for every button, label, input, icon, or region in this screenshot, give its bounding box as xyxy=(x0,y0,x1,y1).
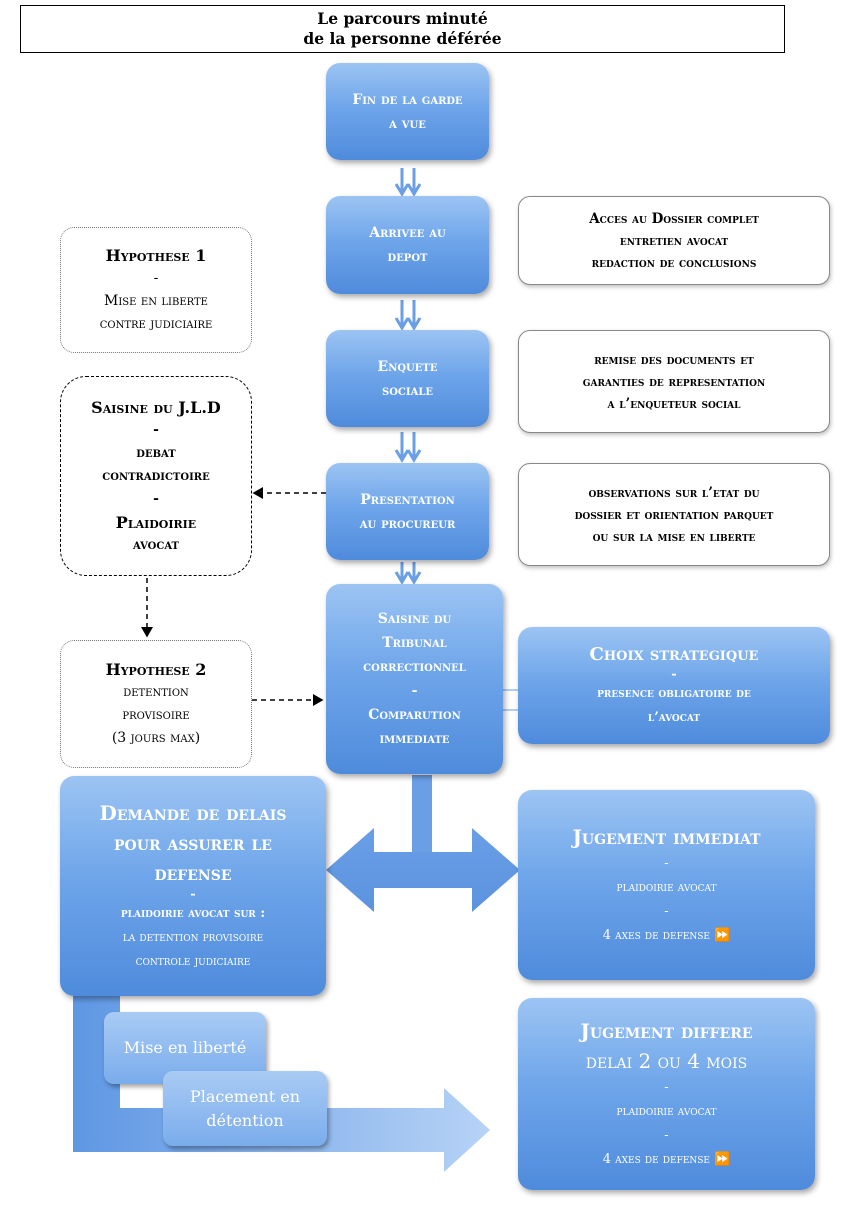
demande-title: Demande de delais xyxy=(99,801,287,825)
hypothese-1-box: Hypothese 1 - Mise en liberte contre jud… xyxy=(60,227,252,353)
option-text: Placement en xyxy=(189,1086,301,1106)
saisine-jld-box: Saisine du J.L.D - debat contradictoire … xyxy=(60,376,252,576)
double-headed-arrow xyxy=(326,828,520,912)
note-text: redaction de conclusions xyxy=(591,254,757,271)
hypothese-1-title: Hypothese 1 xyxy=(105,246,207,265)
step-text: a vue xyxy=(389,115,426,132)
option-placement-detention: Placement en détention xyxy=(163,1071,327,1146)
choix-strategique-box: Choix strategique - presence obligatoire… xyxy=(518,627,830,744)
double-arrow-3 xyxy=(394,432,422,463)
double-arrow-4 xyxy=(394,562,422,585)
step-text: Fin de la garde xyxy=(352,91,463,108)
note-text: entretien avocat xyxy=(619,232,729,249)
step-text: Tribunal xyxy=(382,635,447,651)
jugement-text: plaidoirie avocat xyxy=(616,880,717,895)
demande-title: defense xyxy=(154,861,232,885)
title-line-2: de la personne déférée xyxy=(303,29,502,48)
hyp-text: Mise en liberte xyxy=(104,293,208,309)
note-acces-dossier: Acces au Dossier complet entretien avoca… xyxy=(518,196,830,285)
step-fin-garde-a-vue: Fin de la garde a vue xyxy=(326,63,489,160)
option-text: Mise en liberté xyxy=(123,1038,247,1057)
hypothese-2-title: Hypothese 2 xyxy=(105,660,207,679)
step-text: Arrivee au xyxy=(369,225,446,241)
step-text: Presentation xyxy=(360,491,455,508)
note-remise-documents: remise des documents et garanties de rep… xyxy=(518,330,830,433)
hyp-text: detention xyxy=(123,684,189,700)
step-text: - xyxy=(411,683,418,699)
dash: - xyxy=(664,1128,669,1143)
step-text: immediate xyxy=(379,731,450,747)
demande-delais-box: Demande de delais pour assurer le defens… xyxy=(60,776,326,996)
step-arrivee-au-depot: Arrivee au depot xyxy=(326,196,489,294)
choix-text: l’avocat xyxy=(647,709,701,725)
step-enquete-sociale: Enquete sociale xyxy=(326,330,489,427)
title-line-1: Le parcours minuté xyxy=(317,9,488,28)
jugement-immediat-title: Jugement immediat xyxy=(572,825,761,849)
page-title: Le parcours minuté de la personne déféré… xyxy=(20,5,785,53)
jld-text: avocat xyxy=(133,536,179,553)
hyp-text: contre judiciaire xyxy=(99,316,213,332)
double-arrow-1 xyxy=(394,168,422,197)
note-text: garanties de representation xyxy=(582,373,766,390)
demande-text: plaidoirie avocat sur : xyxy=(120,906,266,921)
note-observations: observations sur l’etat du dossier et or… xyxy=(518,463,830,566)
jld-title: Saisine du J.L.D xyxy=(91,397,221,417)
demande-text: la detention provisoire xyxy=(122,930,264,945)
jugement-differe-box: Jugement differe delai 2 ou 4 mois - pla… xyxy=(518,998,815,1190)
jld-text: Plaidoirie xyxy=(115,512,197,532)
note-text: observations sur l’etat du xyxy=(588,484,760,501)
step-saisine-tribunal: Saisine du Tribunal correctionnel - Comp… xyxy=(326,584,503,774)
step-text: au procureur xyxy=(359,515,456,532)
demande-title: pour assurer le xyxy=(114,831,272,855)
demande-text: controle judiciaire xyxy=(135,954,251,969)
hyp-text: provisoire xyxy=(122,707,190,723)
jugement-immediat-box: Jugement immediat - plaidoirie avocat - … xyxy=(518,790,815,980)
dash: - xyxy=(664,904,669,919)
dash: - xyxy=(190,887,196,902)
choix-text: presence obligatoire de xyxy=(597,685,751,701)
choix-title: Choix strategique xyxy=(589,643,759,665)
note-text: remise des documents et xyxy=(594,351,754,368)
hyp-text: (3 jours max) xyxy=(111,730,201,746)
jugement-differe-subtitle: delai 2 ou 4 mois xyxy=(585,1049,748,1073)
hypothese-2-box: Hypothese 2 detention provisoire (3 jour… xyxy=(60,640,252,768)
step-presentation-procureur: Presentation au procureur xyxy=(326,463,489,560)
dash: - xyxy=(664,856,669,871)
jugement-text: 4 axes de defense ⏩ xyxy=(602,1152,731,1167)
dash: - xyxy=(153,421,159,438)
dash: - xyxy=(664,1080,669,1095)
note-text: dossier et orientation parquet xyxy=(574,506,774,523)
jld-text: debat xyxy=(136,444,176,461)
step-text: Enquete xyxy=(377,358,438,375)
jugement-differe-title: Jugement differe xyxy=(580,1019,753,1043)
dash: - xyxy=(153,270,159,286)
step-text: Comparution xyxy=(368,707,461,723)
jugement-text: plaidoirie avocat xyxy=(616,1104,717,1119)
vertical-stem xyxy=(412,775,432,860)
double-arrow-2 xyxy=(394,300,422,331)
step-text: depot xyxy=(387,249,428,265)
dash: - xyxy=(153,490,159,507)
step-text: correctionnel xyxy=(363,659,466,675)
note-text: a l’enqueteur social xyxy=(607,395,741,412)
dash: - xyxy=(671,666,677,682)
step-text: Saisine du xyxy=(377,611,452,627)
jld-text: contradictoire xyxy=(102,467,210,484)
note-text: Acces au Dossier complet xyxy=(589,210,759,227)
jugement-text: 4 axes de defense ⏩ xyxy=(602,928,731,943)
step-text: sociale xyxy=(382,382,433,399)
option-text: détention xyxy=(206,1110,284,1130)
note-text: ou sur la mise en liberte xyxy=(592,528,756,545)
